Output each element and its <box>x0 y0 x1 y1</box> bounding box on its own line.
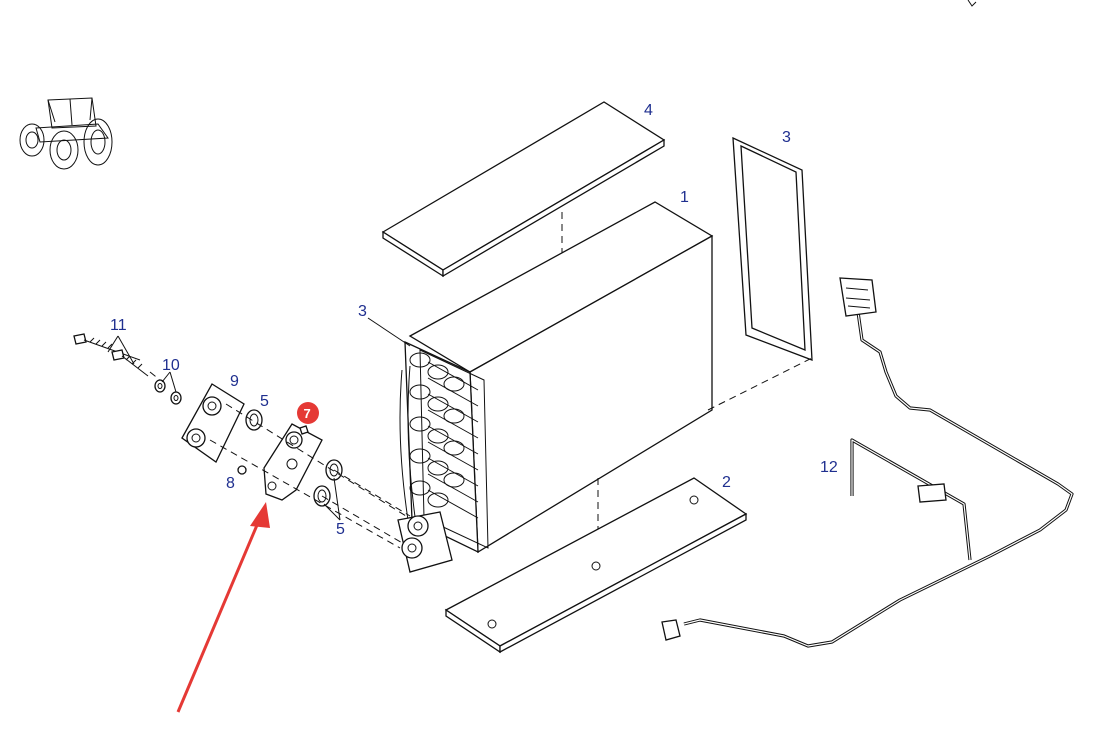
part-9-mounting-plate <box>181 383 245 463</box>
callout-3-core-side[interactable]: 3 <box>358 303 367 320</box>
callout-7-badge[interactable] <box>297 402 319 424</box>
highlight-arrow <box>176 502 270 713</box>
callout-3-seal[interactable]: 3 <box>782 129 791 146</box>
leader-callout-11a <box>107 335 119 353</box>
part-3-seal-frame <box>732 136 813 361</box>
leader-callout-11b <box>117 335 135 365</box>
leader-1-to-3 <box>707 357 813 411</box>
leader-callout-5b-a <box>333 477 341 521</box>
callout-9[interactable]: 9 <box>230 373 239 390</box>
part-12-sensor-harness <box>661 277 1074 648</box>
callout-2[interactable]: 2 <box>722 474 731 491</box>
part-4-top-pad <box>381 101 666 278</box>
part-7-expansion-valve <box>263 423 323 501</box>
callout-12[interactable]: 12 <box>820 459 838 476</box>
core-tube-bends <box>409 352 465 508</box>
callout-8[interactable]: 8 <box>226 475 235 492</box>
leader-callout-10a <box>161 371 171 383</box>
callout-11[interactable]: 11 <box>110 317 127 334</box>
callout-1[interactable]: 1 <box>680 189 689 206</box>
callout-7[interactable]: 7 <box>304 406 311 421</box>
leader-callout-10b <box>169 371 177 393</box>
part-8-small-ring <box>237 465 247 475</box>
tractor-icon <box>19 97 113 170</box>
callout-5-upper[interactable]: 5 <box>260 393 269 410</box>
leader-callout-5b-b <box>323 503 341 521</box>
part-1-evaporator-core <box>397 201 714 573</box>
part-5-o-ring-upper <box>245 409 263 431</box>
part-2-bottom-pad <box>444 477 748 654</box>
assembly-dashed-lines <box>149 371 411 549</box>
leader-callout-3a <box>367 317 411 347</box>
callout-7-highlighted[interactable]: 7 <box>297 402 319 424</box>
cursor-arrow-icon <box>967 0 977 7</box>
callout-5-lower[interactable]: 5 <box>336 521 345 538</box>
callout-10[interactable]: 10 <box>162 357 180 374</box>
callout-4[interactable]: 4 <box>644 102 653 119</box>
part-11-bolts <box>73 333 149 377</box>
part-10-washers <box>154 379 182 405</box>
